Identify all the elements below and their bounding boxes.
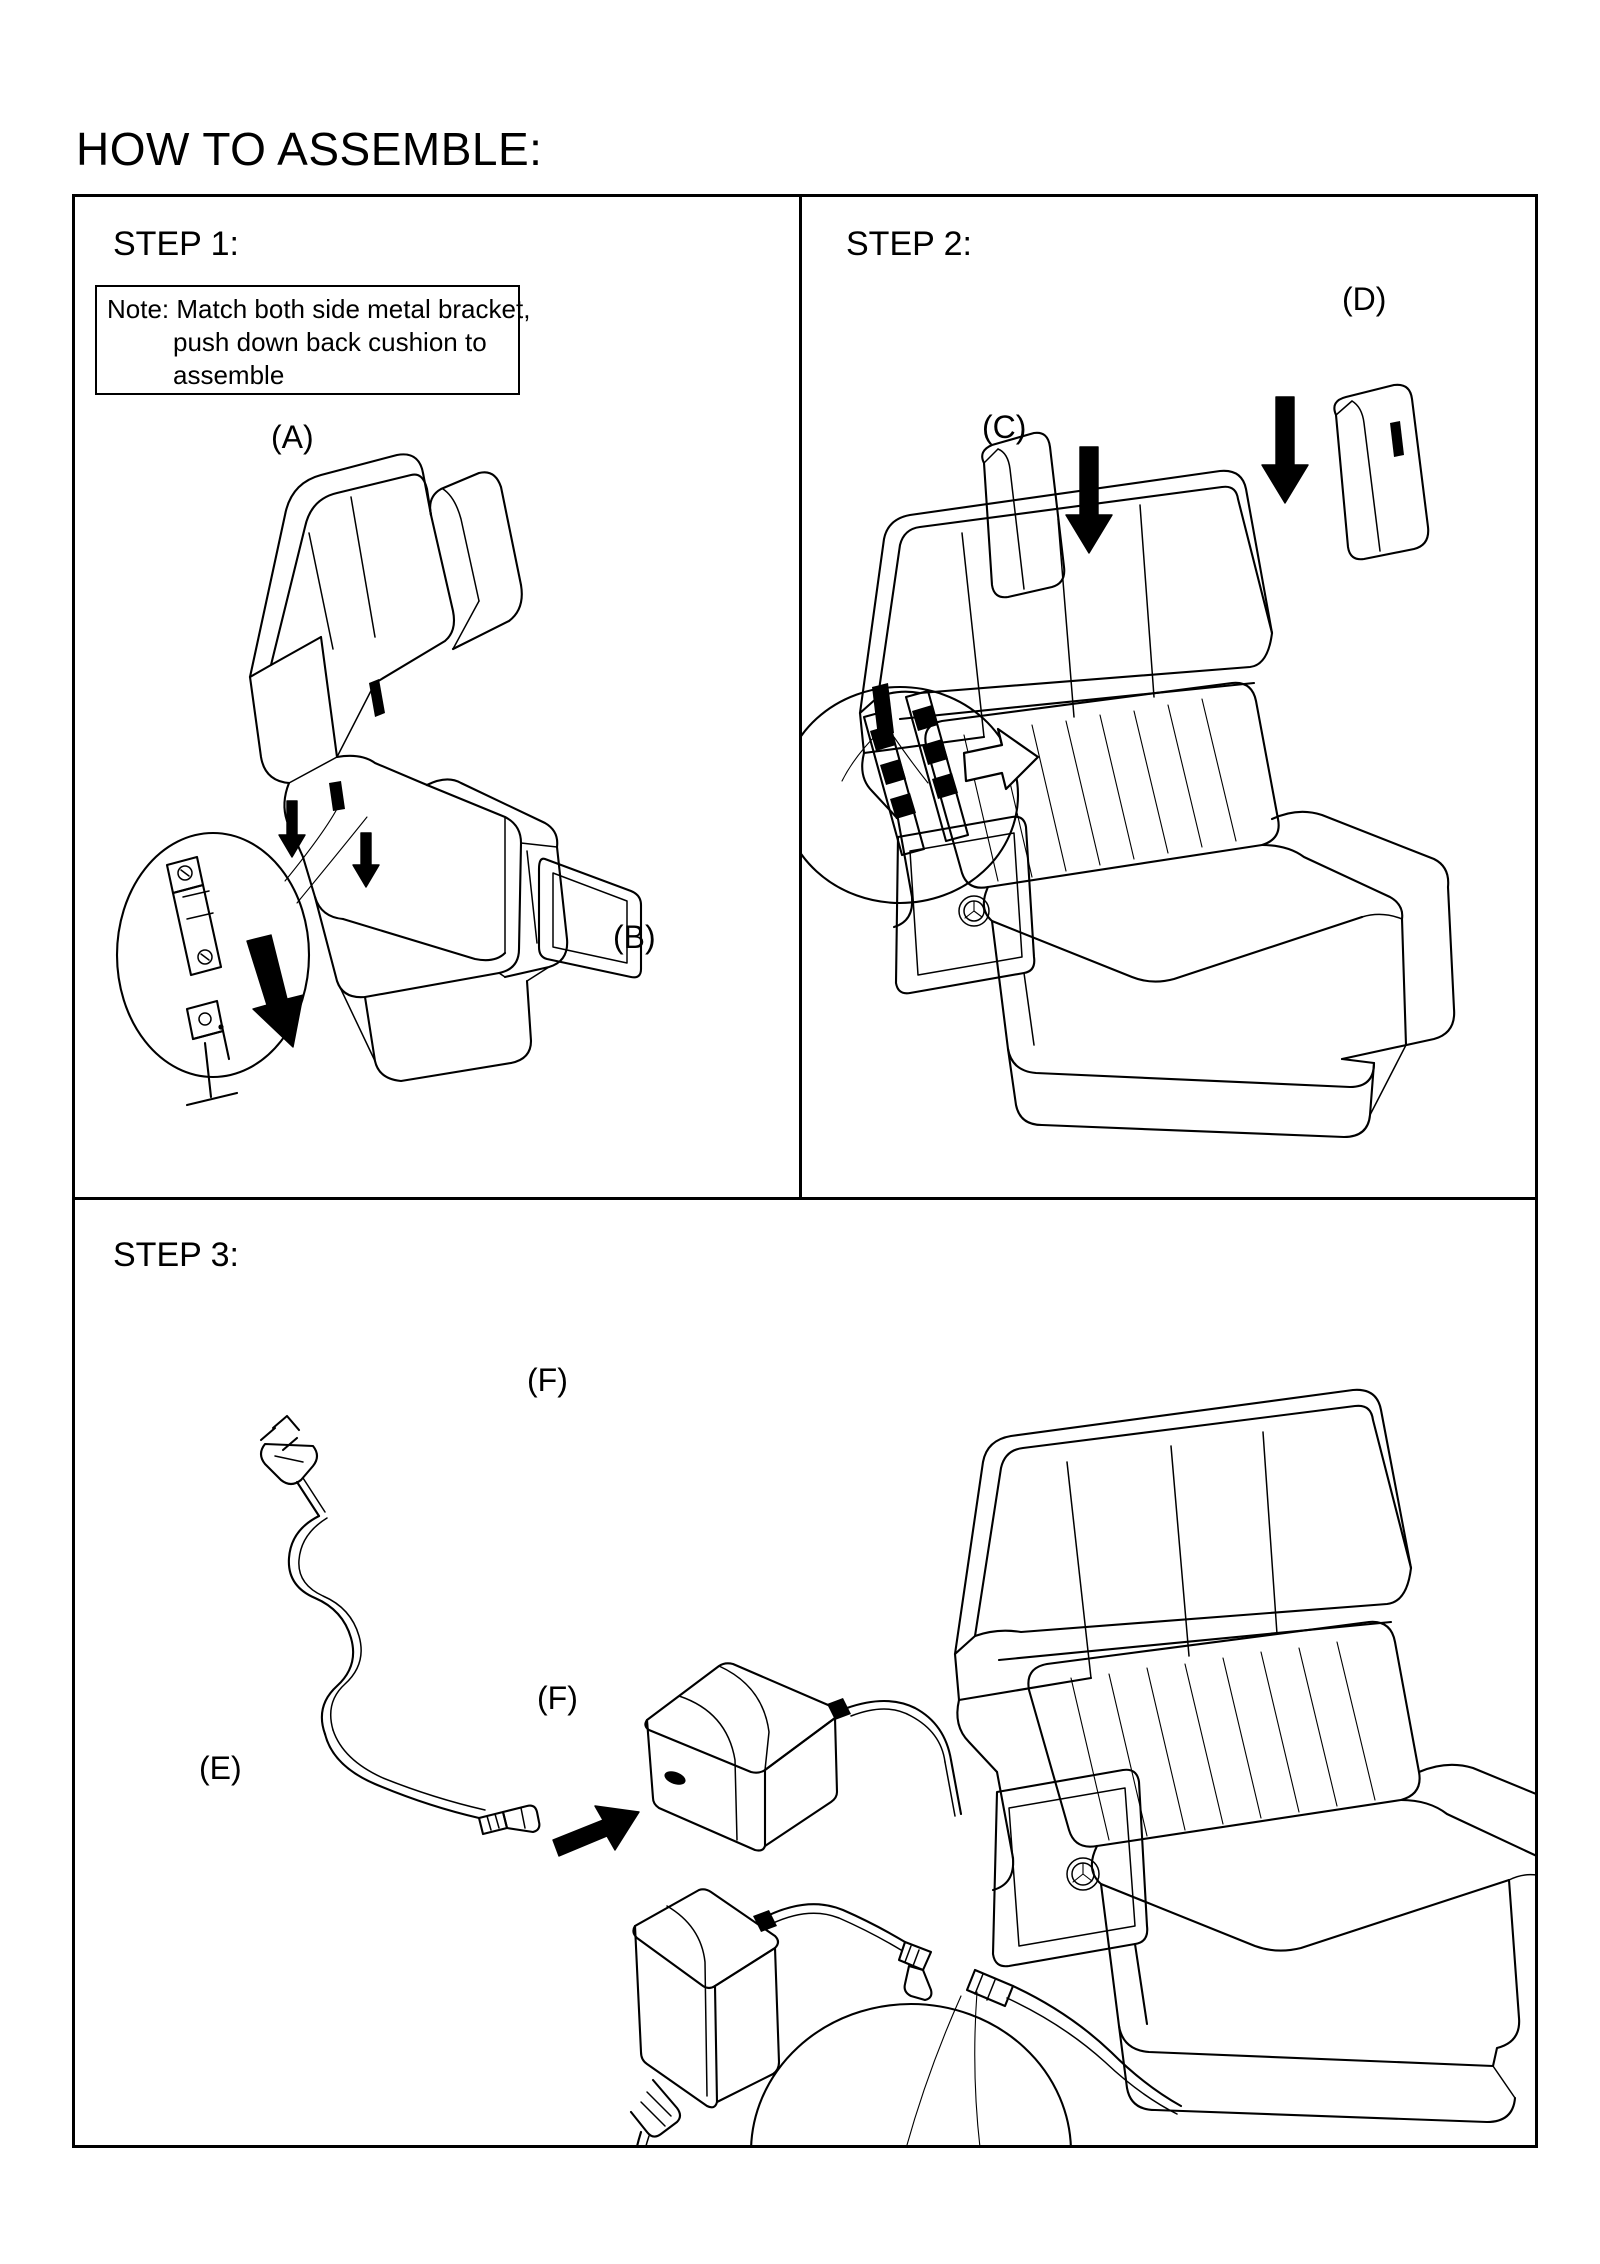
page-title: HOW TO ASSEMBLE:: [76, 123, 543, 175]
detail-callout-oval: [117, 801, 367, 1105]
note-line-1: Note: Match both side metal bracket,: [107, 294, 531, 324]
part-label-a: (A): [271, 419, 314, 455]
panel-step-3: STEP 3: (E) (F) (F): [75, 1197, 1538, 2148]
panel-step-1: STEP 1: Note: Match both side metal brac…: [75, 197, 802, 1197]
detail-bracket-rails: [864, 691, 968, 855]
detail-bracket-lower: [187, 1001, 237, 1105]
note-line-3: assemble: [173, 360, 285, 390]
power-cord-e: [261, 1416, 539, 1834]
detail-callout-oval-3: [715, 2004, 1071, 2148]
side-pad-d: [1334, 385, 1428, 559]
step-2-heading: STEP 2:: [846, 225, 972, 263]
step-3-illustration: [75, 1200, 1538, 2148]
steps-frame: STEP 1: Note: Match both side metal brac…: [72, 194, 1538, 2148]
step-3-heading: STEP 3:: [113, 1236, 239, 1274]
step-1-illustration: [75, 197, 802, 1197]
panel-step-2: STEP 2: (C) (D): [802, 197, 1538, 1197]
part-label-b: (B): [613, 919, 656, 955]
side-pad-c: [982, 433, 1064, 597]
part-label-e: (E): [199, 1750, 242, 1786]
chair-base: [284, 756, 641, 1081]
note-line-2: push down back cushion to: [173, 327, 487, 357]
detail-direction-arrow: [247, 935, 303, 1047]
arrow-connect-e-to-f: [553, 1806, 639, 1856]
arrow-d-down: [1262, 397, 1308, 503]
cushion-bracket-tab: [369, 679, 385, 717]
frame-bracket-tab: [329, 781, 345, 811]
detail-callout-oval-2: [802, 687, 1038, 903]
recliner-chair-step3: [955, 1390, 1538, 2122]
back-cushion-a: [250, 454, 454, 783]
recliner-chair: [860, 471, 1454, 1137]
back-cushion-wing: [430, 472, 522, 649]
detail-bracket-upper: [167, 857, 221, 975]
arrow-c-down: [1066, 447, 1112, 553]
part-label-d: (D): [1342, 281, 1387, 317]
step-1-heading: STEP 1:: [113, 225, 239, 263]
part-label-f-bottom: (F): [537, 1680, 578, 1716]
adapter-brick-f-top: [645, 1663, 961, 1850]
part-label-f-top: (F): [527, 1362, 568, 1398]
step-2-illustration: [802, 197, 1538, 1197]
detail-insert-arrow: [964, 729, 1038, 789]
part-label-c: (C): [982, 409, 1027, 445]
step-1-note-box: Note: Match both side metal bracket, pus…: [95, 285, 531, 395]
push-down-arrows: [279, 801, 379, 887]
adapter-brick-f-bottom: [627, 1889, 1181, 2148]
